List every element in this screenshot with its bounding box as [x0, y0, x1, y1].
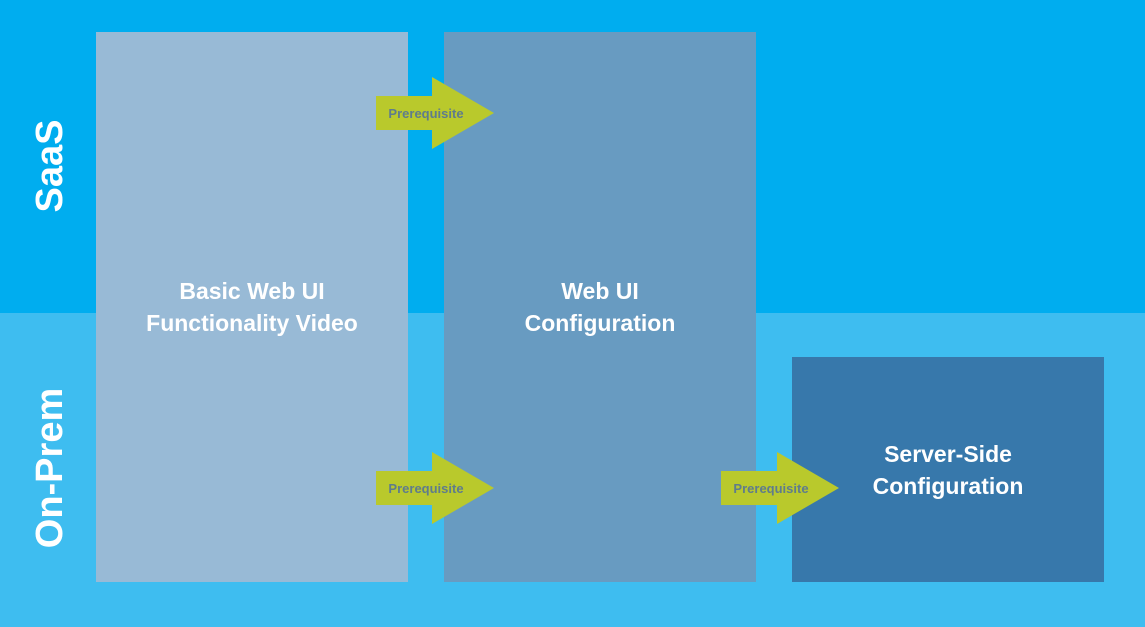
arrow-right-icon: [376, 452, 494, 524]
web-ui-configuration-box: Web UI Configuration: [444, 32, 756, 582]
saas-lane-label: SaaS: [29, 119, 71, 213]
on-prem-prerequisite-arrow-2: Prerequisite: [721, 452, 839, 524]
web-ui-configuration-label: Web UI Configuration: [524, 278, 676, 336]
on-prem-prerequisite-arrow-1: Prerequisite: [376, 452, 494, 524]
basic-web-ui-functionality-video-box: Basic Web UI Functionality Video: [96, 32, 408, 582]
arrow-right-icon: [721, 452, 839, 524]
server-side-configuration-label: Server-Side Configuration: [872, 440, 1024, 499]
prerequisite-label: Prerequisite: [388, 480, 464, 496]
prerequisite-label: Prerequisite: [388, 105, 464, 121]
on-prem-lane-label: On-Prem: [29, 387, 71, 549]
basic-web-ui-functionality-video-label: Basic Web UI Functionality Video: [146, 278, 358, 336]
saas-prerequisite-arrow: Prerequisite: [376, 77, 494, 149]
arrow-right-icon: [376, 77, 494, 149]
server-side-configuration-box: Server-Side Configuration: [792, 357, 1104, 582]
prerequisite-label: Prerequisite: [733, 480, 809, 496]
